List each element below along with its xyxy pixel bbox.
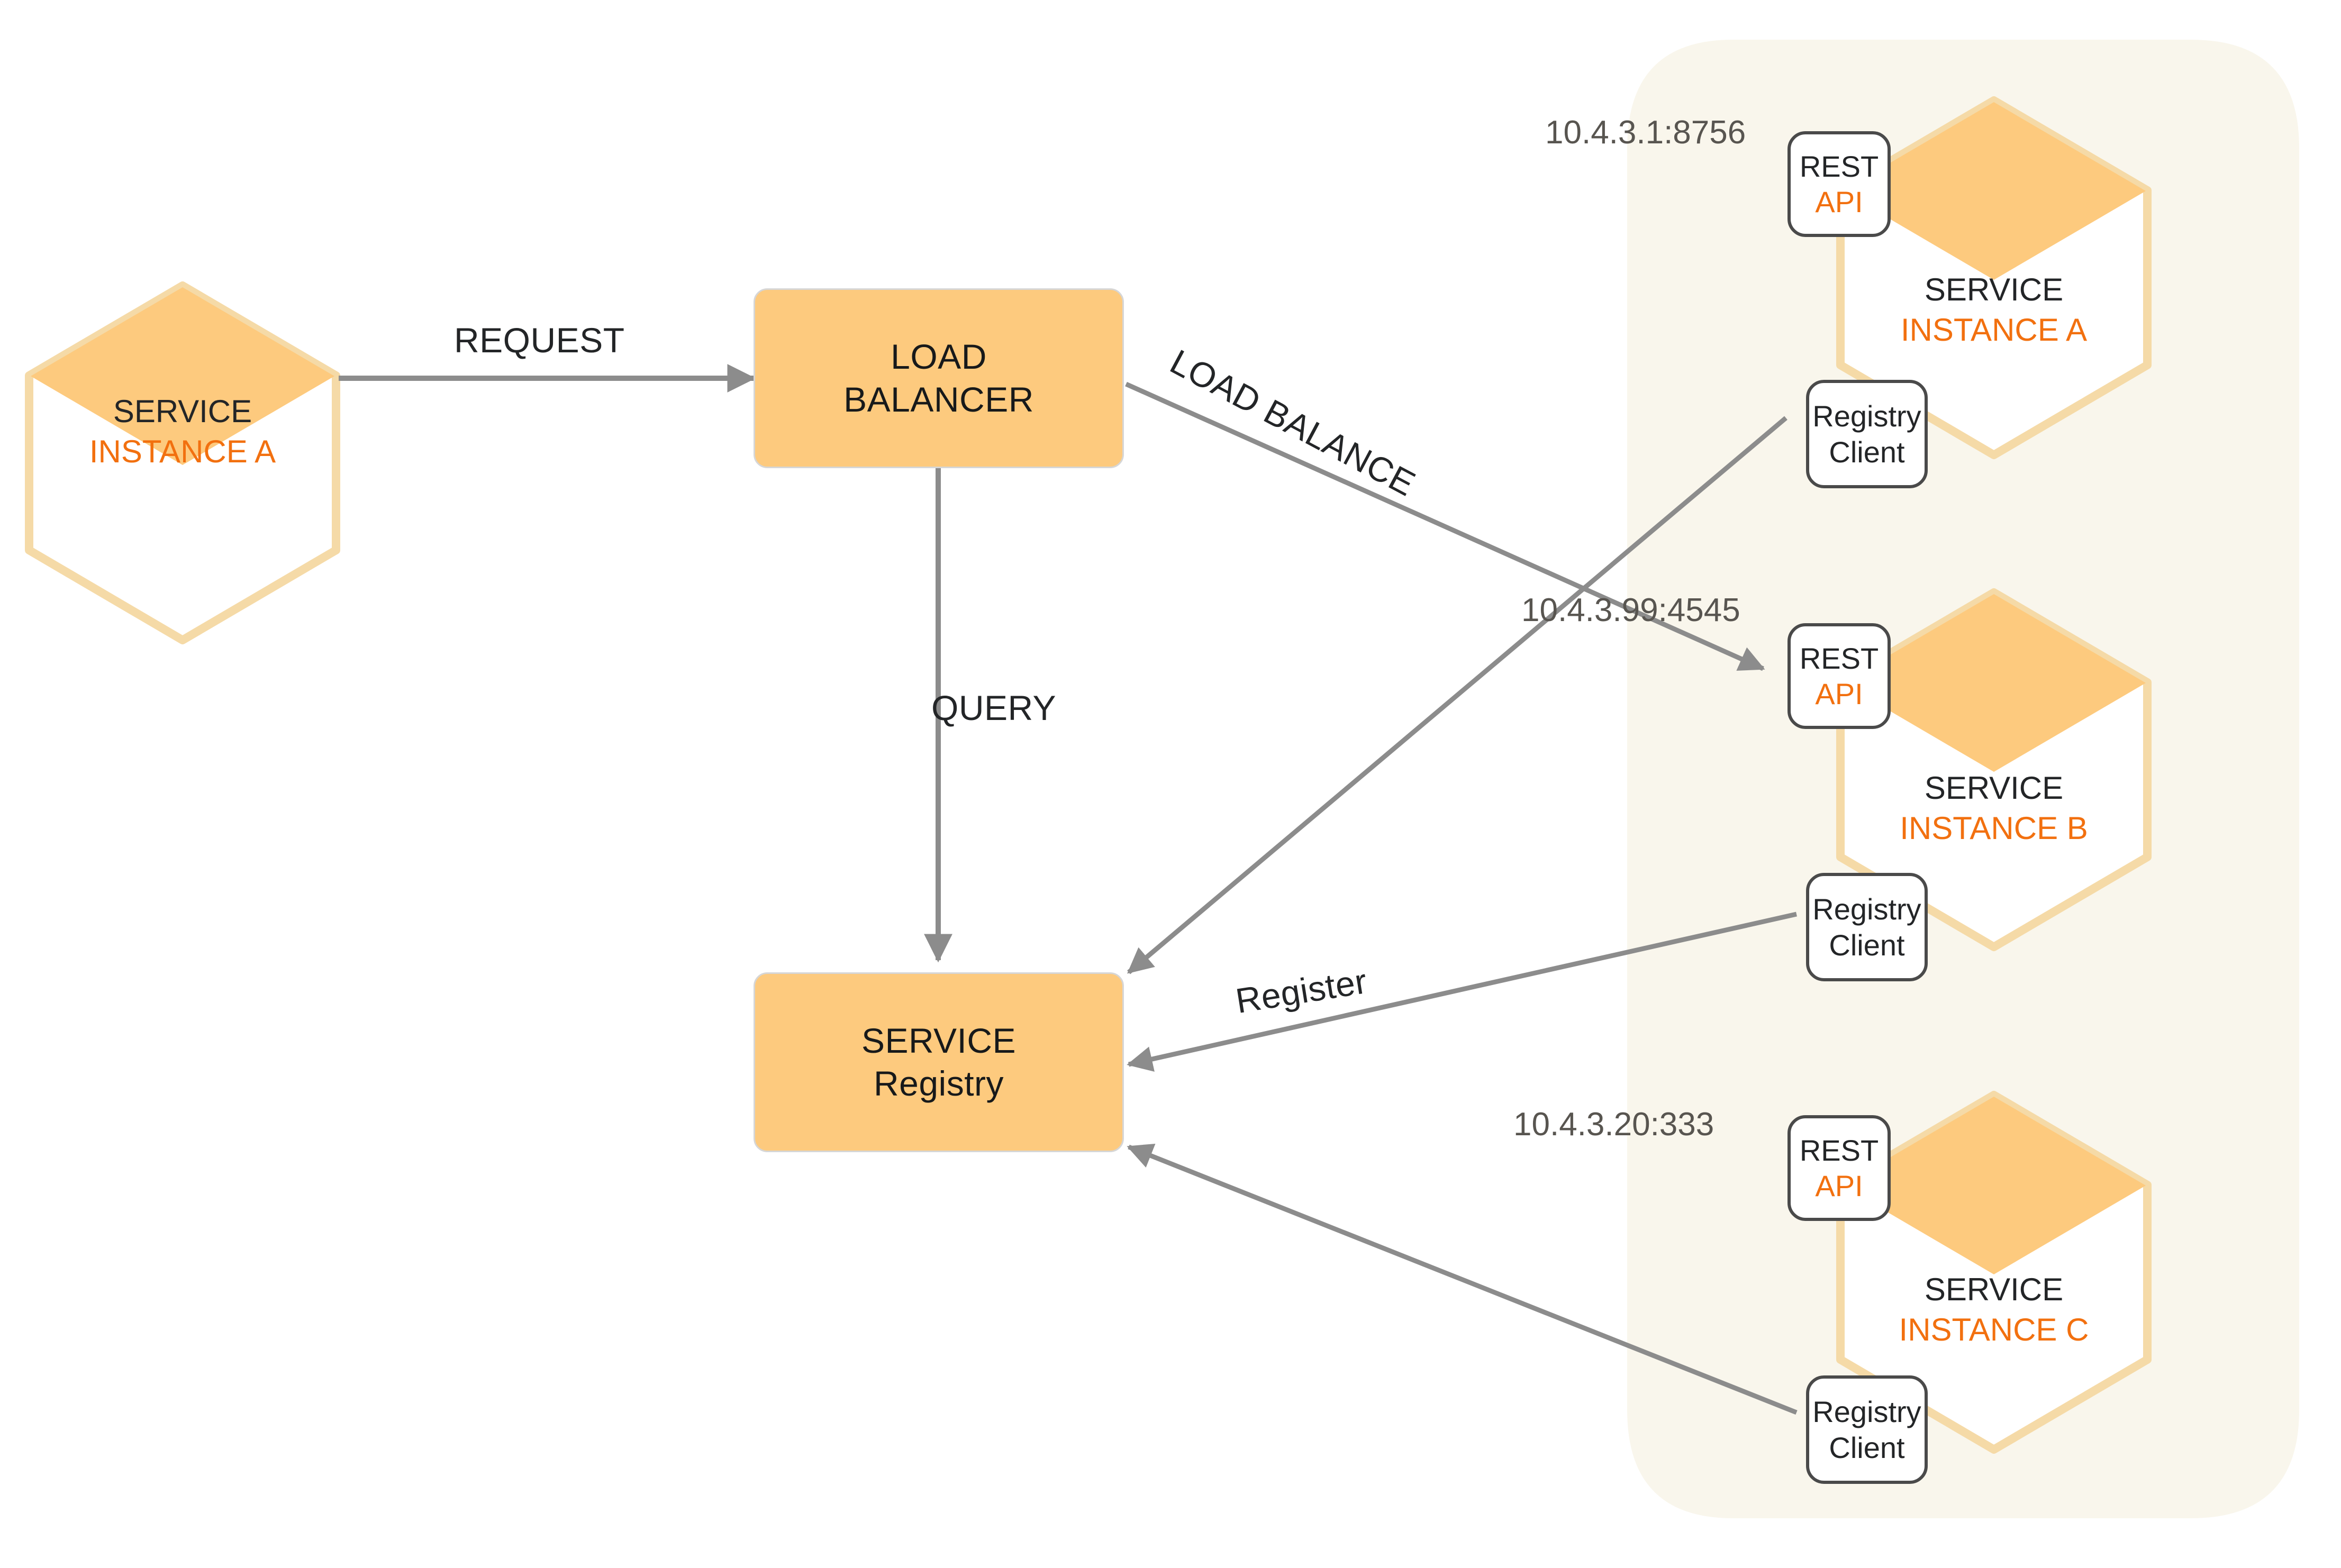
hexagon-instance-c: [1836, 1091, 2152, 1454]
instance-c-registry-client-box[interactable]: Registry Client: [1806, 1375, 1928, 1484]
instance-a-label: SERVICE INSTANCE A: [1888, 270, 2100, 350]
service-registry-line1: SERVICE: [861, 1021, 1017, 1061]
instance-b-title: SERVICE: [1924, 770, 2064, 806]
instance-c-rest-api-line1: REST: [1799, 1133, 1879, 1167]
instance-c-rest-api-line2: API: [1815, 1169, 1863, 1202]
hexagon-client-instance-a: [25, 281, 340, 644]
instance-a-title: SERVICE: [1924, 272, 2064, 307]
instance-c-label: SERVICE INSTANCE C: [1888, 1270, 2100, 1350]
instance-b-registry-client-box[interactable]: Registry Client: [1806, 873, 1928, 981]
instance-b-subtitle: INSTANCE B: [1900, 810, 2088, 846]
instance-c-subtitle: INSTANCE C: [1899, 1311, 2089, 1347]
instance-c-registry-client-line1: Registry: [1812, 1395, 1921, 1429]
instance-a-subtitle: INSTANCE A: [1900, 312, 2088, 348]
instance-b-rest-api-line2: API: [1815, 677, 1863, 710]
edge-label-request: REQUEST: [454, 321, 625, 360]
instance-c-address: 10.4.3.20:333: [1513, 1106, 1714, 1143]
instance-a-address: 10.4.3.1:8756: [1545, 114, 1746, 151]
instance-a-registry-client-box[interactable]: Registry Client: [1806, 380, 1928, 488]
load-balancer-node[interactable]: LOAD BALANCER: [754, 288, 1124, 468]
instance-a-rest-api-line2: API: [1815, 185, 1863, 218]
instance-b-rest-api-box[interactable]: REST API: [1787, 623, 1891, 729]
instance-a-rest-api-box[interactable]: REST API: [1787, 131, 1891, 237]
hexagon-instance-a: [1836, 96, 2152, 459]
edge-register-b: [1127, 911, 1797, 1072]
load-balancer-line2: BALANCER: [843, 380, 1034, 419]
client-instance-a-title: SERVICE: [113, 394, 252, 429]
edge-register-a: [1127, 416, 1787, 974]
service-registry-node[interactable]: SERVICE Registry: [754, 972, 1124, 1152]
edge-load-balance: [1125, 381, 1765, 671]
edge-label-query: QUERY: [931, 688, 1057, 727]
service-registry-line2: Registry: [873, 1064, 1004, 1103]
instance-b-rest-api-line1: REST: [1799, 641, 1879, 675]
instance-b-address: 10.4.3.99:4545: [1521, 592, 1740, 628]
instance-a-registry-client-line2: Client: [1829, 435, 1905, 469]
edge-register-c: [1127, 1143, 1798, 1415]
client-instance-a-label: SERVICE INSTANCE A: [87, 391, 278, 471]
instance-a-rest-api-line1: REST: [1799, 149, 1879, 183]
instance-a-registry-client-line1: Registry: [1812, 399, 1921, 433]
instance-b-label: SERVICE INSTANCE B: [1888, 768, 2100, 848]
instance-c-rest-api-box[interactable]: REST API: [1787, 1115, 1891, 1221]
instance-c-title: SERVICE: [1924, 1272, 2064, 1307]
instance-b-registry-client-line1: Registry: [1812, 892, 1921, 926]
load-balancer-line1: LOAD: [891, 337, 987, 377]
instance-b-registry-client-line2: Client: [1829, 928, 1905, 962]
instance-c-registry-client-line2: Client: [1829, 1430, 1905, 1464]
client-instance-a-subtitle: INSTANCE A: [89, 433, 276, 469]
